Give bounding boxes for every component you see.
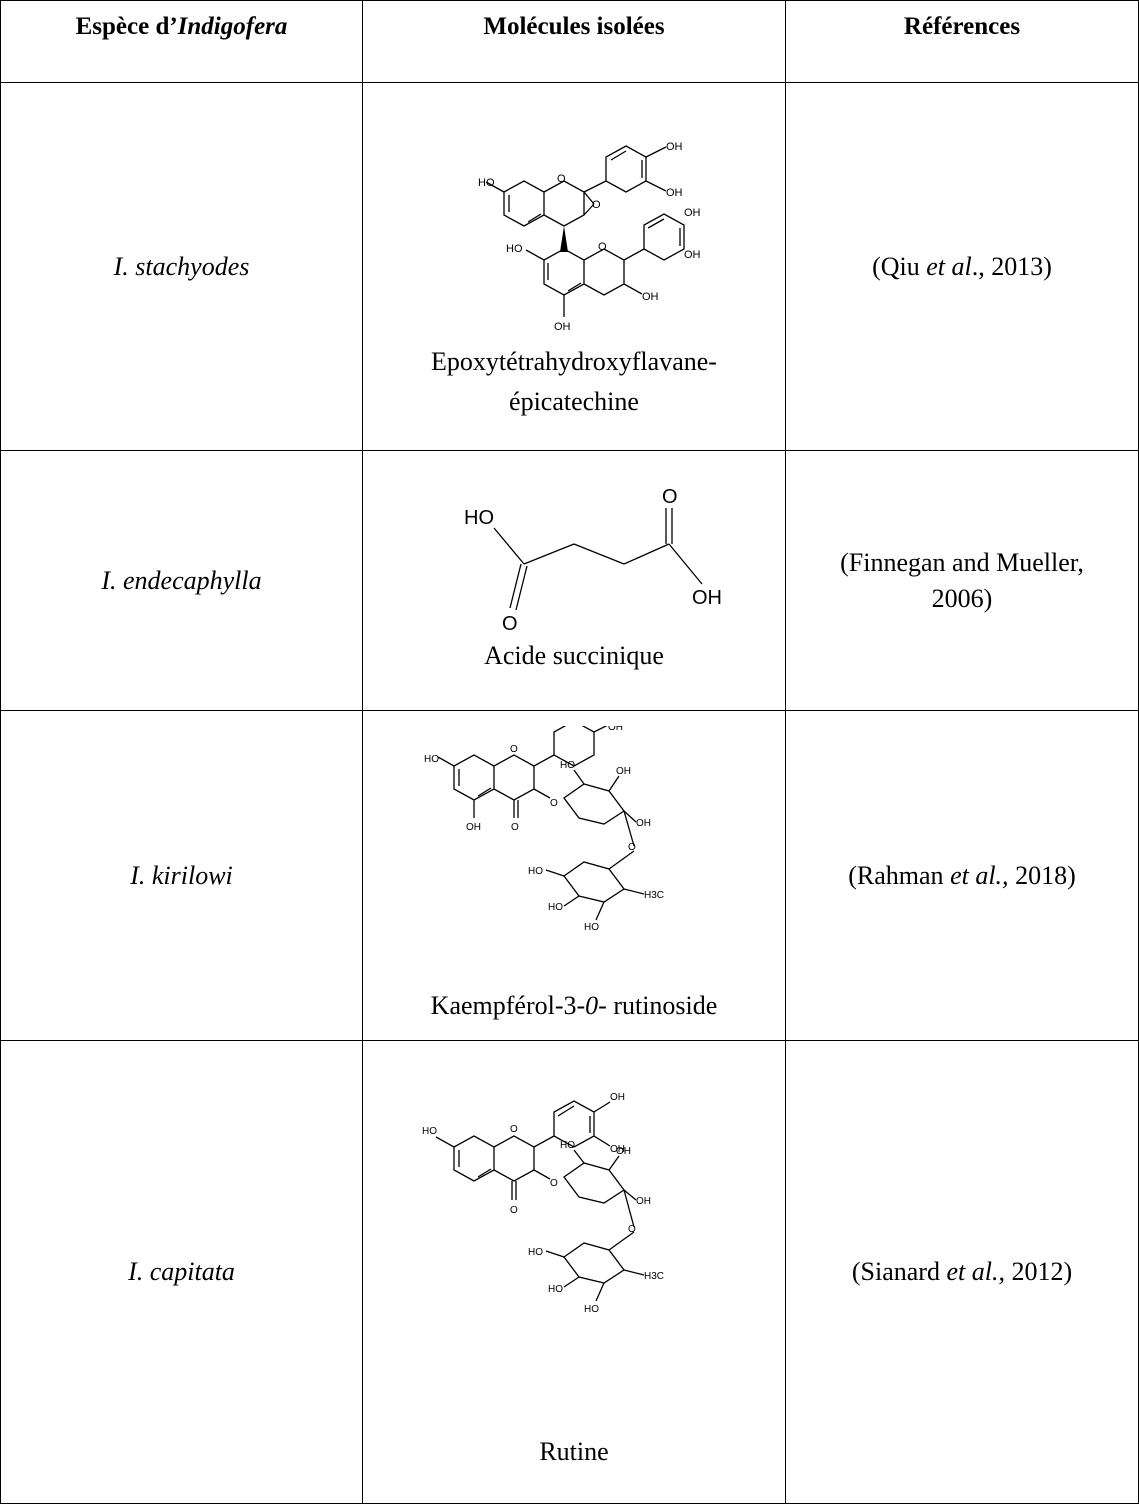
atom-o: O xyxy=(662,486,678,508)
ref-text: 2006) xyxy=(931,583,993,613)
molecule-structure-kaempferol: HO OH O O OH O HO OH OH O HO HO HO H3C xyxy=(424,725,664,933)
atom-o: O xyxy=(628,842,636,853)
ref-italic: et al., xyxy=(950,860,1009,890)
atom-oh: OH xyxy=(466,822,481,833)
molecule-name: Acide succinique xyxy=(484,640,664,670)
molecule-structure-epoxy: HO O O OH OH O HO OH OH OH OH xyxy=(478,141,701,333)
atom-oh: OH xyxy=(692,587,722,609)
molecule-structure-rutine: HO O O OH OH O HO OH OH O HO HO HO H3C xyxy=(422,1092,664,1315)
atom-o: O xyxy=(628,1224,636,1235)
molecule-name: Rutine xyxy=(539,1437,609,1466)
molecule-name: Kaempférol-3-0- rutinoside xyxy=(363,986,785,1026)
header-row: Espèce d’Indigofera Molécules isolées Ré… xyxy=(0,0,1139,83)
molecule-name-italic: 0 xyxy=(585,990,599,1020)
atom-oh: OH xyxy=(610,1092,625,1103)
atom-ho: HO xyxy=(548,1284,563,1295)
molecule-name-part: Kaempférol-3- xyxy=(430,990,586,1020)
atom-oh: OH xyxy=(642,291,659,303)
atom-o: O xyxy=(550,1178,558,1189)
header-species-genus: Indigofera xyxy=(177,13,288,40)
species-cell: I. endecaphylla xyxy=(0,450,363,711)
ref-text: (Qiu xyxy=(872,251,927,281)
species-cell: I. capitata xyxy=(0,1040,363,1504)
molecule-cell: HO O O OH OH O HO OH OH OH OH Epoxytétra… xyxy=(362,82,786,451)
atom-oh: OH xyxy=(554,321,571,333)
species-cell: I. stachyodes xyxy=(0,82,363,451)
ref-italic: et al xyxy=(926,251,972,281)
atom-oh: OH xyxy=(636,818,651,829)
header-species: Espèce d’Indigofera xyxy=(0,0,363,83)
atom-h3c: H3C xyxy=(644,890,664,901)
ref-text: (Finnegan and Mueller, xyxy=(840,547,1084,577)
atom-ho: HO xyxy=(584,1304,599,1315)
reference-cell: (Sianard et al., 2012) xyxy=(785,1040,1139,1504)
atom-oh: OH xyxy=(684,207,701,219)
atom-ho: HO xyxy=(584,922,599,933)
atom-oh: OH xyxy=(610,1144,625,1155)
atom-o: O xyxy=(592,199,601,211)
atom-ho: HO xyxy=(506,243,523,255)
atom-ho: HO xyxy=(560,760,575,771)
header-molecules: Molécules isolées xyxy=(362,0,786,83)
atom-o: O xyxy=(510,744,518,755)
atom-o: O xyxy=(510,1124,518,1135)
ref-text: 2012) xyxy=(1004,1257,1073,1286)
atom-ho: HO xyxy=(548,902,563,913)
atom-ho: HO xyxy=(478,177,495,189)
atom-ho: HO xyxy=(528,866,543,877)
molecule-name-part: - rutinoside xyxy=(598,990,718,1020)
atom-ho: HO xyxy=(528,1247,543,1258)
ref-text: (Sianard xyxy=(851,1257,947,1286)
atom-oh: OH xyxy=(616,1146,631,1157)
molecule-cell: HO O O OH OH O HO OH OH O HO HO HO H3C R… xyxy=(362,1040,786,1504)
atom-oh: OH xyxy=(666,141,683,153)
atom-ho: HO xyxy=(464,507,494,529)
table-row: I. kirilowi xyxy=(0,710,1139,1041)
ref-text: (Rahman xyxy=(848,860,951,890)
ref-italic: et al., xyxy=(946,1257,1005,1286)
atom-oh: OH xyxy=(616,766,631,777)
atom-oh: OH xyxy=(666,187,683,199)
atom-o: O xyxy=(557,173,566,185)
atom-o: O xyxy=(550,798,558,809)
atom-ho: HO xyxy=(422,1126,437,1137)
molecule-cell: HO OH O O OH O HO OH OH O HO HO HO H3C K… xyxy=(362,710,786,1041)
atom-oh: OH xyxy=(684,249,701,261)
molecule-structure-succinic: HO O OH O xyxy=(464,486,722,635)
table-row: I. stachyodes xyxy=(0,82,1139,451)
molecule-name: Epoxytétrahydroxyflavane- xyxy=(431,346,717,376)
atom-o: O xyxy=(511,822,519,833)
ref-text: 2018) xyxy=(1008,860,1076,890)
atom-ho: HO xyxy=(560,1140,575,1151)
reference-cell: (Rahman et al., 2018) xyxy=(785,710,1139,1041)
species-cell: I. kirilowi xyxy=(0,710,363,1041)
atom-h3c: H3C xyxy=(644,1271,664,1282)
atom-o: O xyxy=(502,613,518,635)
header-references: Références xyxy=(785,0,1139,83)
table-row: I. capitata xyxy=(0,1040,1139,1504)
atom-o: O xyxy=(598,241,607,253)
ref-text: ., 2013) xyxy=(971,251,1052,281)
atom-o: O xyxy=(510,1205,518,1216)
header-species-prefix: Espèce d’ xyxy=(75,13,178,40)
atom-ho: HO xyxy=(424,754,439,765)
molecule-name: épicatechine xyxy=(509,386,639,416)
molecule-cell: HO O OH O Acide succinique xyxy=(362,450,786,711)
atom-oh: OH xyxy=(608,726,623,733)
reference-cell: (Qiu et al., 2013) xyxy=(785,82,1139,451)
table-row: I. endecaphylla HO O OH O Acide succiniq… xyxy=(0,450,1139,711)
atom-oh: OH xyxy=(636,1196,651,1207)
reference-cell: (Finnegan and Mueller, 2006) xyxy=(785,450,1139,711)
